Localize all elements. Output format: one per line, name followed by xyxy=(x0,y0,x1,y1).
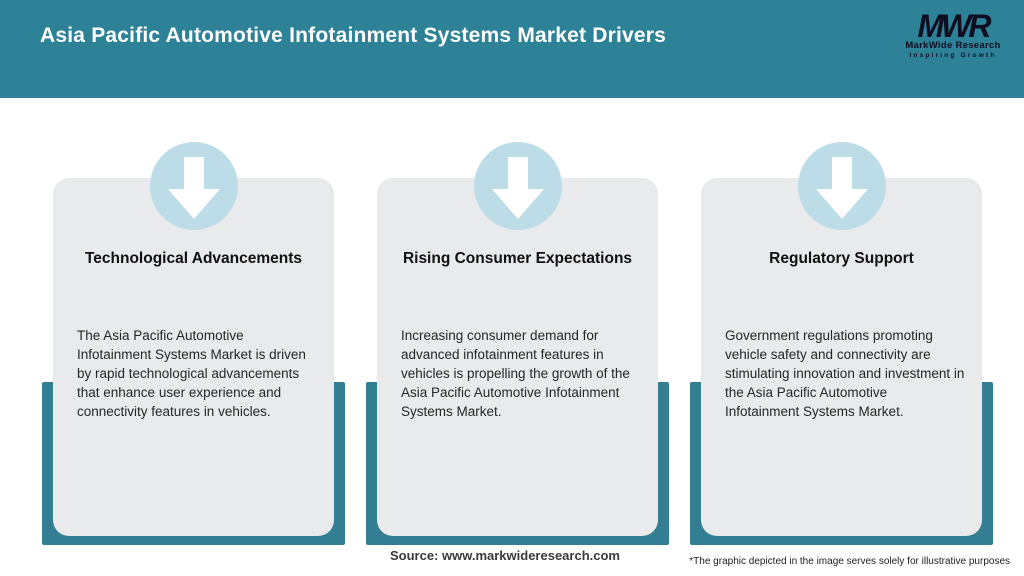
card-title: Technological Advancements xyxy=(84,250,303,267)
card-description: The Asia Pacific Automotive Infotainment… xyxy=(77,328,306,419)
source-text: Source: www.markwideresearch.com xyxy=(389,548,620,563)
card-title: Regulatory Support xyxy=(769,250,914,267)
logo-monogram: MWR xyxy=(917,8,992,44)
driver-cards-row: Technological Advancements The Asia Paci… xyxy=(42,140,993,545)
logo-tagline: Inspiring Growth xyxy=(909,52,997,59)
down-arrow-icon xyxy=(473,142,562,230)
header-banner: Asia Pacific Automotive Infotainment Sys… xyxy=(0,0,1024,98)
markwide-research-logo: MWR MarkWide Research Inspiring Growth xyxy=(898,10,1008,59)
card-panel xyxy=(701,178,982,536)
driver-card-regulatory-support: Regulatory Support Government regulation… xyxy=(690,140,993,545)
logo-name: MarkWide Research xyxy=(905,40,1001,51)
card-description: Government regulations promoting vehicle… xyxy=(725,328,965,419)
card-panel xyxy=(53,178,334,536)
card-title: Rising Consumer Expectations xyxy=(402,250,633,267)
down-arrow-glyph xyxy=(167,157,220,219)
card-description: Increasing consumer demand for advanced … xyxy=(401,328,630,419)
disclaimer-text: *The graphic depicted in the image serve… xyxy=(689,556,1010,567)
page-title: Asia Pacific Automotive Infotainment Sys… xyxy=(40,24,667,47)
down-arrow-icon xyxy=(797,142,886,230)
driver-card-technological-advancements: Technological Advancements The Asia Paci… xyxy=(42,140,345,545)
down-arrow-glyph xyxy=(815,157,868,219)
card-panel xyxy=(377,178,658,536)
down-arrow-icon xyxy=(149,142,238,230)
driver-card-rising-consumer-expectations: Rising Consumer Expectations Increasing … xyxy=(366,140,669,545)
down-arrow-glyph xyxy=(491,157,544,219)
